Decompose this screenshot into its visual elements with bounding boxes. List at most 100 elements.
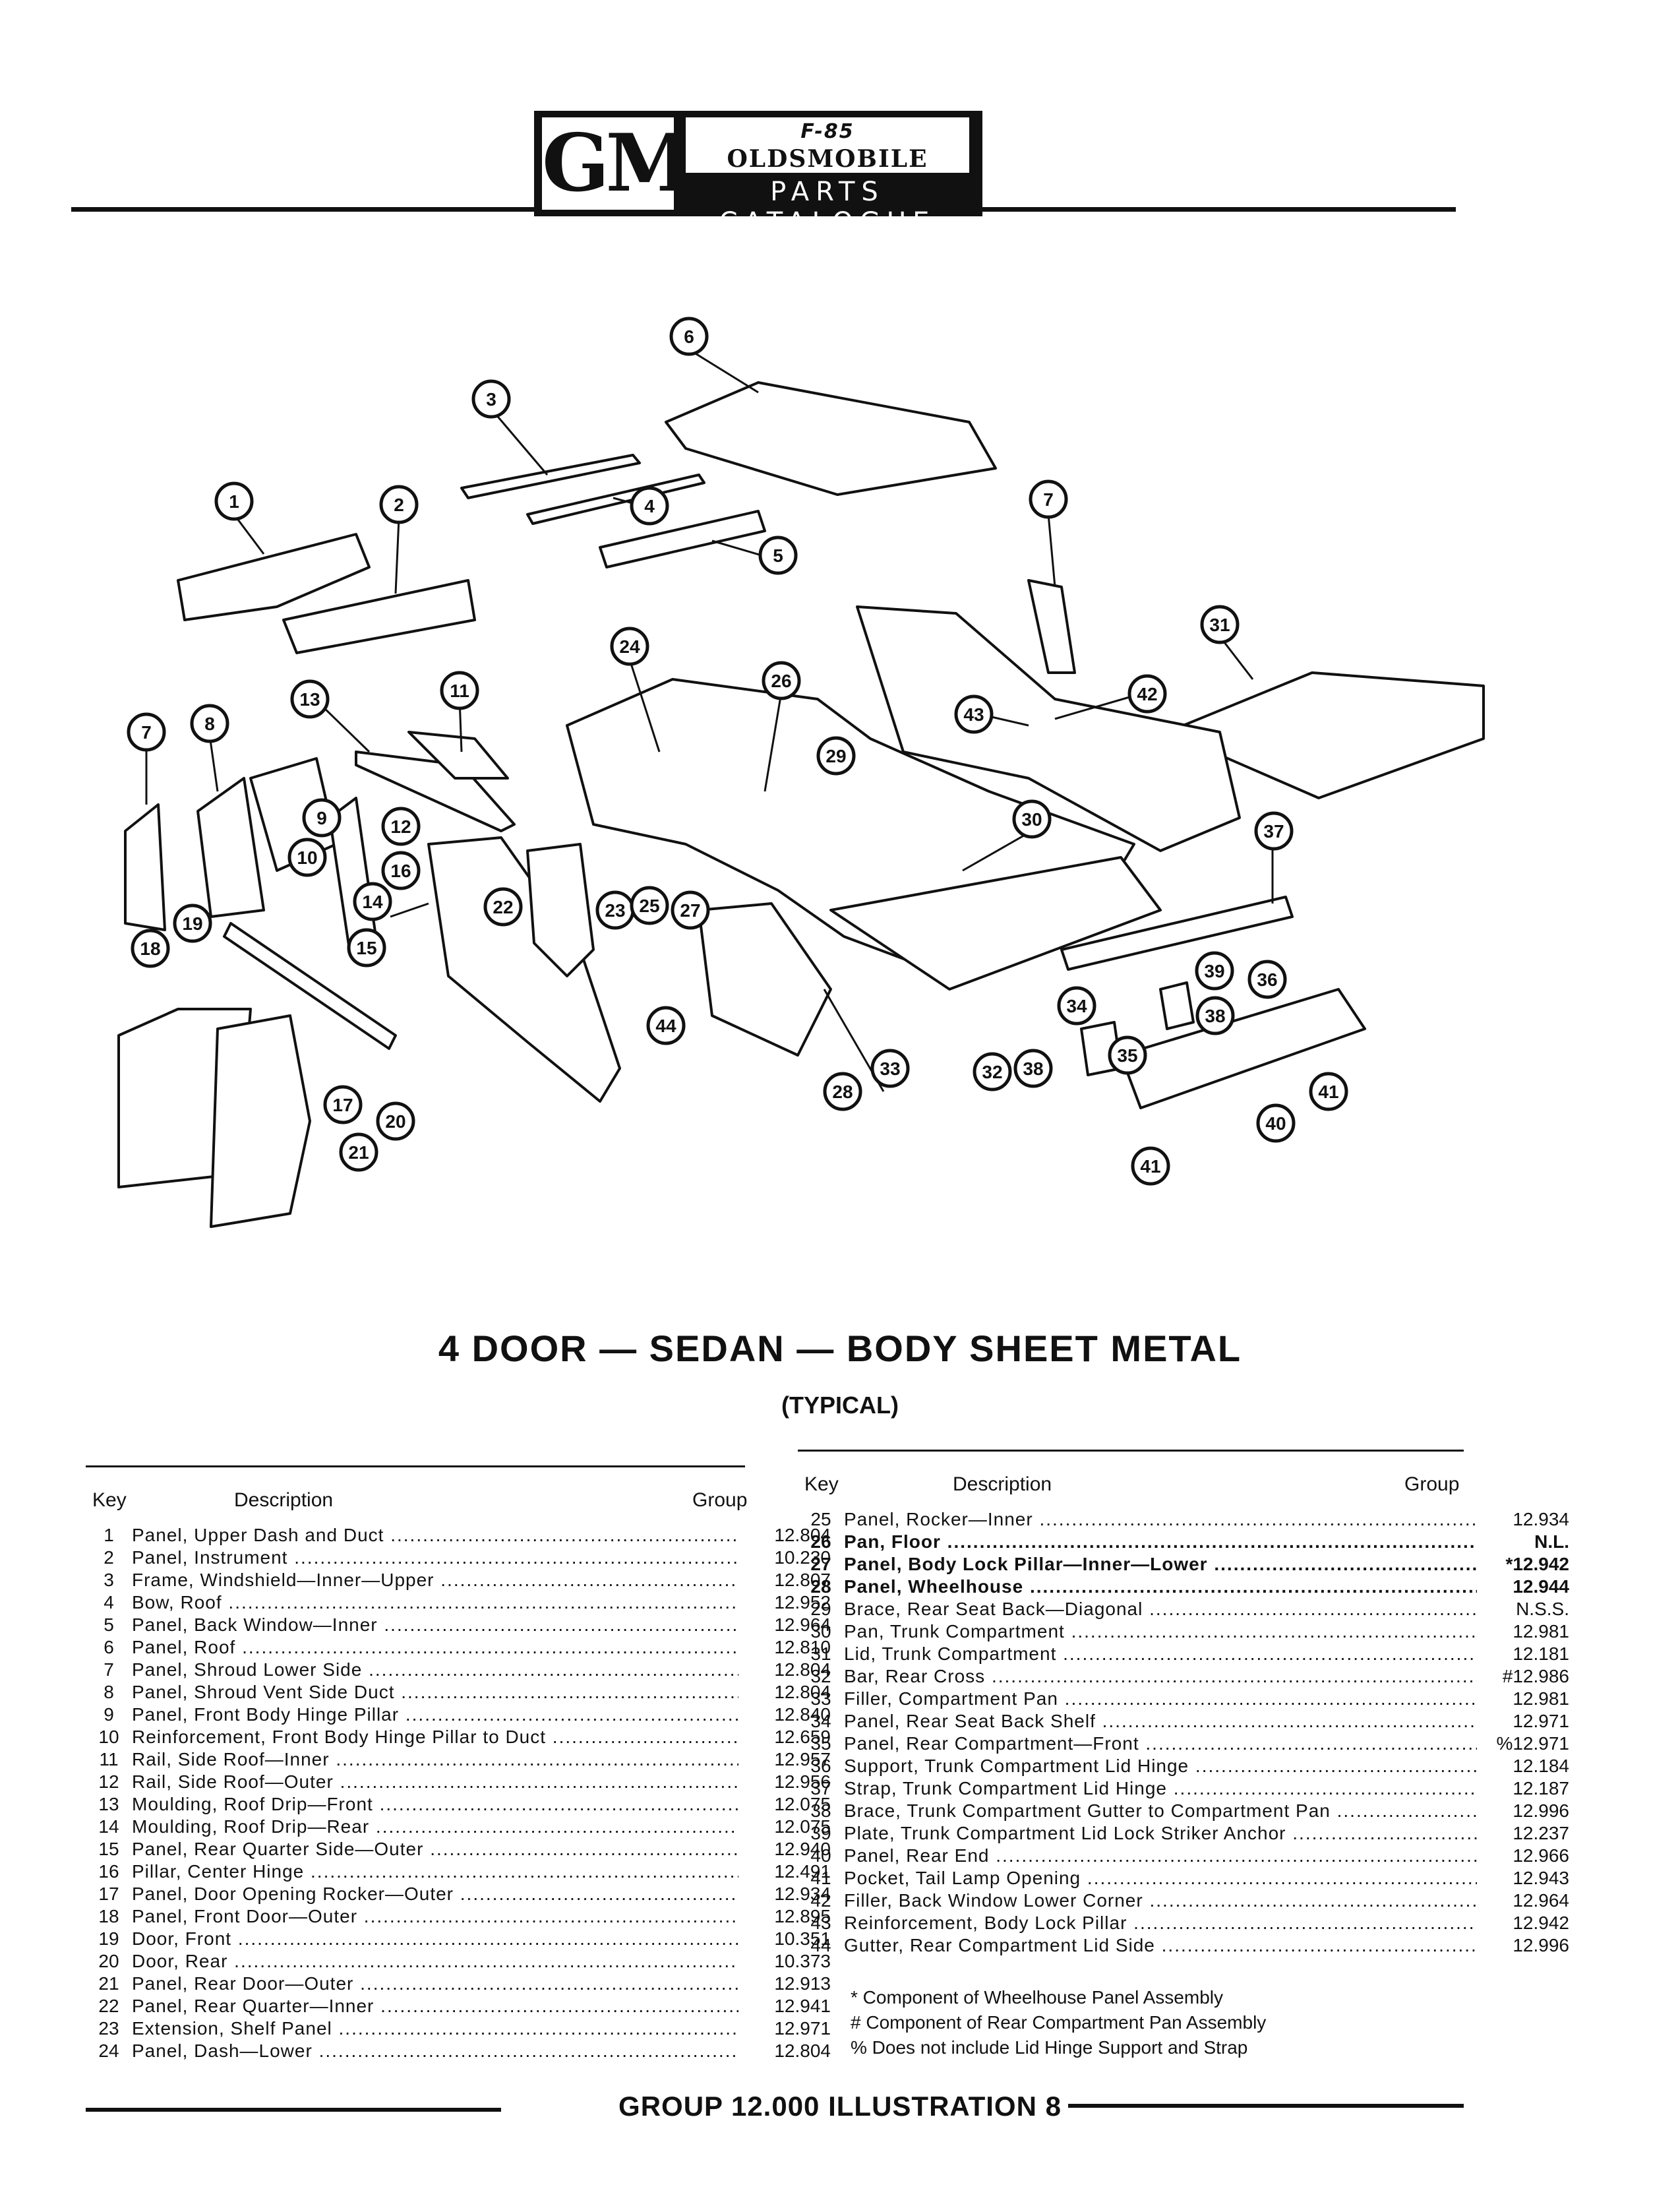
key-column-header: Key [92,1489,127,1511]
catalogue-subtitle: PARTS CATALOGUE [719,177,936,237]
footer-group-illustration: GROUP 12.000 ILLUSTRATION 8 [618,2091,1062,2122]
callout-12: 12 [381,807,421,846]
part-description: Panel, Rear Compartment—Front [844,1733,1477,1754]
svg-text:24: 24 [619,636,640,657]
part-group-number: 12.184 [1484,1756,1569,1777]
svg-text:31: 31 [1209,615,1230,635]
callout-35: 35 [1108,1035,1147,1075]
svg-text:22: 22 [493,897,513,917]
part-key: 42 [810,1890,831,1911]
callout-38-lower: 38 [1013,1049,1053,1088]
part-description: Extension, Shelf Panel [132,2018,738,2039]
callout-26: 26 [762,661,801,700]
description-column-header: Description [234,1489,334,1511]
callout-20: 20 [376,1101,415,1141]
callout-40: 40 [1256,1103,1296,1143]
part-group-number: 12.804 [745,1682,831,1703]
parts-table-right-header: Key Description Group [798,1450,1464,1509]
part-description: Support, Trunk Compartment Lid Hinge [844,1756,1477,1777]
svg-text:41: 41 [1140,1156,1160,1177]
callout-36: 36 [1247,960,1287,999]
callout-19: 19 [173,904,212,943]
part-key: 39 [810,1823,831,1843]
part-group-number: 12.659 [745,1727,831,1748]
svg-text:2: 2 [394,495,404,515]
part-group-number: 12.810 [745,1637,831,1658]
part-group-number: 12.807 [745,1570,831,1591]
part-group-number: *12.942 [1484,1554,1569,1575]
part-key: 15 [98,1839,119,1859]
part-description: Gutter, Rear Compartment Lid Side [844,1935,1477,1956]
part-key: 13 [98,1794,119,1814]
part-description: Moulding, Roof Drip—Front [132,1794,738,1815]
callout-28: 28 [823,1072,862,1111]
part-key: 10 [98,1727,119,1747]
callout-6: 6 [669,317,709,356]
part-description: Frame, Windshield—Inner—Upper [132,1570,738,1591]
callout-39: 39 [1195,951,1234,991]
part-key: 4 [104,1592,114,1612]
part-group-number: 12.804 [745,2041,831,2062]
part-group-number: 12.913 [745,1973,831,1994]
table-top-rule-left [86,1465,745,1467]
part-description: Bar, Rear Cross [844,1666,1477,1687]
part-key: 29 [810,1599,831,1619]
part-description: Lid, Trunk Compartment [844,1643,1477,1665]
callout-15: 15 [347,928,386,967]
svg-text:16: 16 [390,861,411,881]
part-description: Moulding, Roof Drip—Rear [132,1816,738,1837]
part-group-number: 12.952 [745,1592,831,1613]
svg-text:12: 12 [390,816,411,837]
callout-14: 14 [353,882,392,921]
part-key: 5 [104,1614,114,1635]
footnote-lid-hinge: % Does not include Lid Hinge Support and… [851,2037,1248,2058]
svg-text:10: 10 [297,847,317,868]
footer-rule-right [1068,2104,1464,2108]
part-key: 14 [98,1816,119,1837]
callout-37: 37 [1254,811,1294,851]
svg-text:9: 9 [316,808,327,828]
callout-16: 16 [381,851,421,890]
group-column-header: Group [1404,1473,1460,1495]
part-description: Panel, Roof [132,1637,738,1658]
part-key: 11 [99,1749,119,1769]
svg-text:4: 4 [644,496,655,516]
svg-text:34: 34 [1066,996,1087,1016]
brand-name: OLDSMOBILE [727,145,928,173]
svg-text:7: 7 [141,722,152,743]
part-description: Pillar, Center Hinge [132,1861,738,1882]
body-sheet-metal-diagram: 1 2 3 4 5 6 7 7 8 9 10 11 12 13 14 15 16… [117,317,1485,1228]
callout-23: 23 [595,890,635,930]
part-group-number: 12.187 [1484,1778,1569,1799]
footer-rule-left [86,2108,501,2112]
part-group-number: N.S.S. [1484,1599,1569,1620]
part-group-number: 12.237 [1484,1823,1569,1844]
part-group-number: 12.944 [1484,1576,1569,1597]
part-description: Panel, Rear Quarter—Inner [132,1996,738,2017]
part-key: 40 [810,1845,831,1866]
callout-34: 34 [1057,986,1096,1026]
part-description: Pan, Floor [844,1531,1477,1552]
callout-42: 42 [1127,674,1167,714]
svg-text:3: 3 [486,389,496,410]
svg-text:15: 15 [356,938,376,958]
